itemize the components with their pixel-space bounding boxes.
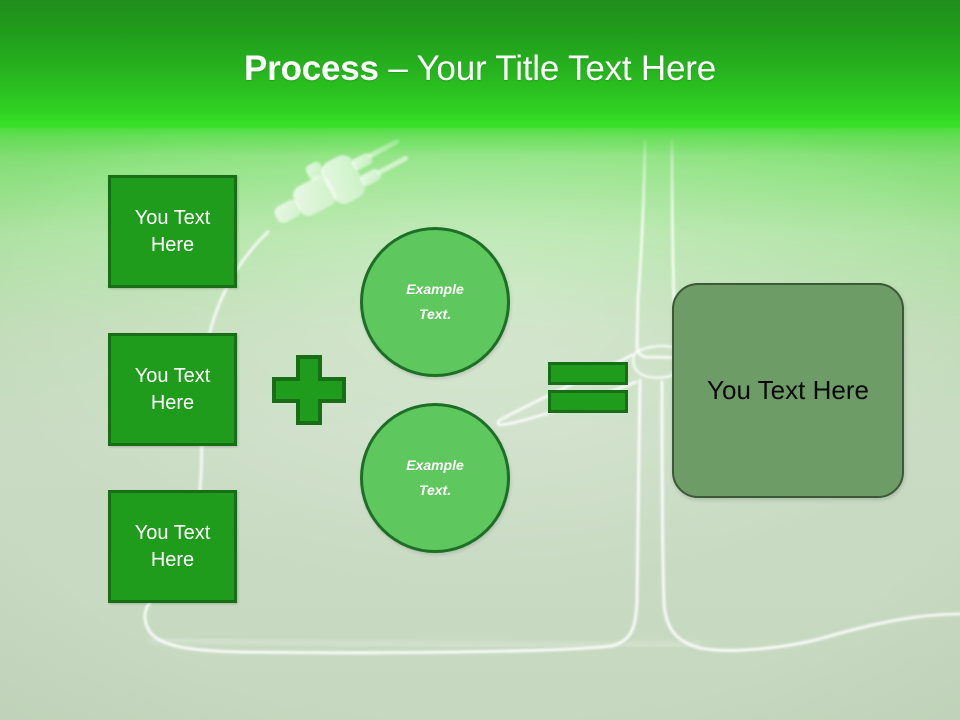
input-box-2-line2: Here bbox=[150, 391, 195, 414]
page-title: Process – Your Title Text Here bbox=[0, 48, 960, 90]
page-title-strong: Process bbox=[244, 49, 379, 88]
example-circle-1-line2: Text. bbox=[418, 306, 452, 322]
input-box-3-line1: You Text bbox=[134, 521, 211, 544]
input-box-1-text: You Text Here bbox=[135, 205, 211, 259]
equals-operator-bar-top[interactable] bbox=[548, 362, 628, 385]
input-box-1-line1: You Text bbox=[134, 206, 211, 229]
input-box-1-line2: Here bbox=[150, 233, 195, 256]
example-circle-2[interactable]: Example Text. bbox=[360, 403, 510, 553]
header-fade bbox=[0, 120, 960, 156]
example-circle-2-text: Example Text. bbox=[406, 453, 464, 503]
page-title-separator: – bbox=[378, 49, 417, 88]
input-box-3-text: You Text Here bbox=[135, 520, 211, 574]
example-circle-1[interactable]: Example Text. bbox=[360, 227, 510, 377]
result-box[interactable]: You Text Here bbox=[672, 283, 904, 498]
equals-operator-bar-bottom[interactable] bbox=[548, 390, 628, 413]
input-box-2[interactable]: You Text Here bbox=[108, 333, 237, 446]
input-box-1[interactable]: You Text Here bbox=[108, 175, 237, 288]
example-circle-2-line1: Example bbox=[406, 457, 464, 473]
result-box-label: You Text Here bbox=[707, 375, 869, 405]
example-circle-1-text: Example Text. bbox=[406, 277, 464, 327]
input-box-3-line2: Here bbox=[150, 548, 195, 571]
example-circle-1-line1: Example bbox=[406, 281, 464, 297]
input-box-2-text: You Text Here bbox=[135, 363, 211, 417]
page-title-rest: Your Title Text Here bbox=[416, 49, 717, 88]
header-band bbox=[0, 0, 960, 128]
input-box-2-line1: You Text bbox=[134, 364, 211, 387]
example-circle-2-line2: Text. bbox=[418, 482, 452, 498]
input-box-3[interactable]: You Text Here bbox=[108, 490, 237, 603]
plus-operator-icon[interactable] bbox=[272, 355, 346, 425]
